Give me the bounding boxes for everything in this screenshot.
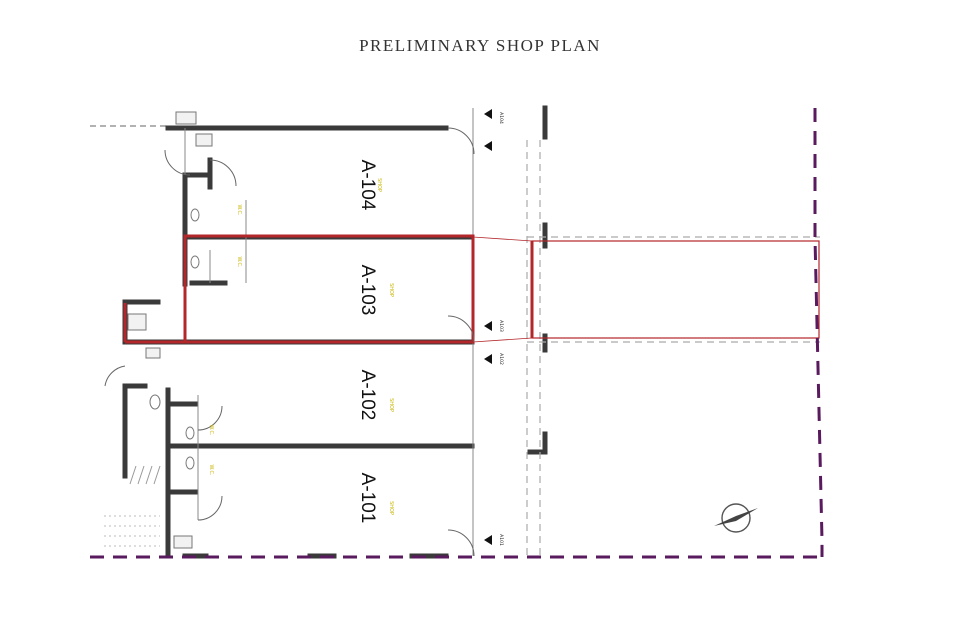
sink-icon	[127, 111, 213, 549]
partitions	[184, 108, 474, 556]
level-tag-a103: A103	[498, 320, 504, 332]
level-tag-a102: A102	[498, 353, 504, 365]
toilet-icon	[149, 208, 200, 470]
a103-highlight	[123, 234, 820, 344]
wc-note-a103: W.C.	[236, 256, 242, 267]
shop-note-a101: SHOP	[388, 501, 394, 515]
storefront-glazing	[526, 140, 820, 556]
property-boundary	[90, 108, 824, 559]
unit-label-a104: A-104	[357, 160, 378, 211]
shop-note-a102: SHOP	[388, 398, 394, 412]
wc-note-a102: W.C.	[208, 424, 214, 435]
unit-label-a101: A-101	[357, 473, 378, 524]
section-marker-icon	[484, 109, 492, 119]
door-swing-icon	[104, 127, 475, 557]
section-marker-icon	[484, 141, 492, 151]
unit-label-a102: A-102	[357, 370, 378, 421]
stippled-area	[104, 515, 160, 547]
section-marker-icon	[484, 535, 492, 545]
section-marker-icon	[484, 321, 492, 331]
wc-note-a104: W.C.	[236, 204, 242, 215]
north-arrow-icon	[714, 503, 758, 533]
shop-note-a104: SHOP	[376, 178, 382, 192]
section-marker-icon	[484, 109, 492, 545]
unit-label-a103: A-103	[357, 265, 378, 316]
wc-note-a101: W.C.	[208, 464, 214, 475]
page-title: PRELIMINARY SHOP PLAN	[359, 36, 601, 55]
ramp-hatch	[129, 465, 161, 485]
level-tag-a101: A101	[498, 534, 504, 546]
level-tag-a104: A104	[498, 112, 504, 124]
shop-note-a103: SHOP	[388, 283, 394, 297]
section-marker-icon	[484, 354, 492, 364]
